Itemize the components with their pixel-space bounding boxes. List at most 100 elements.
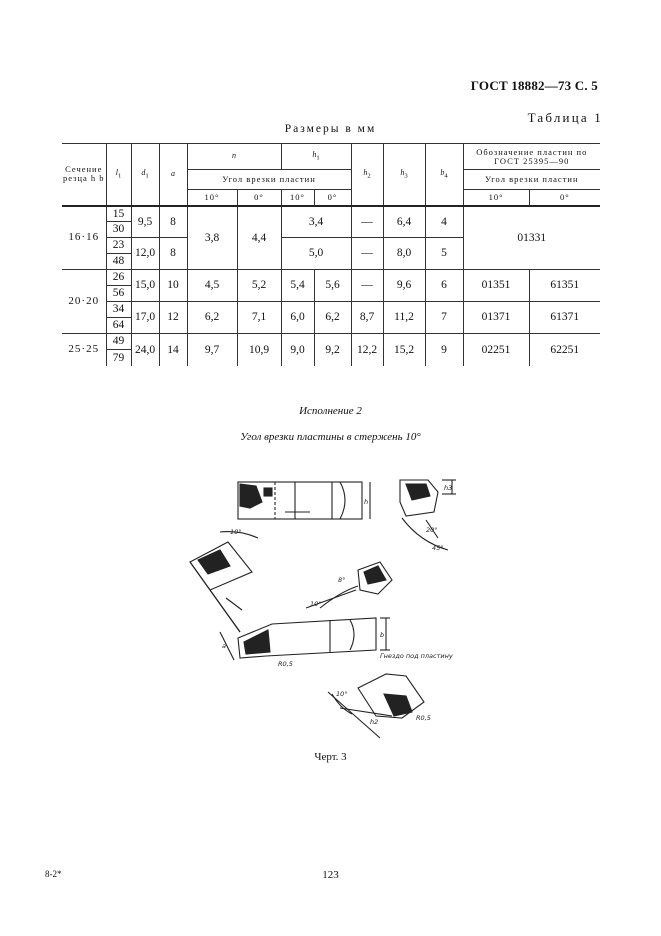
cell-a: 14 bbox=[158, 333, 188, 366]
cell-h2: 8,7 bbox=[350, 301, 384, 334]
nest-label: Гнездо под пластину bbox=[380, 652, 453, 660]
cell-d1: 12,0 bbox=[130, 237, 160, 270]
cell-designation: 01331 bbox=[462, 204, 601, 270]
cell-h3: 6,4 bbox=[382, 204, 426, 238]
header-h3: h3 bbox=[382, 143, 426, 206]
cell-h1-10: 9,0 bbox=[280, 333, 315, 366]
dim-8-label: 8° bbox=[338, 576, 345, 584]
cell-h1-10: 5,4 bbox=[280, 269, 315, 302]
dim-20-label: 20° bbox=[426, 526, 438, 534]
print-mark: 8-2* bbox=[45, 869, 62, 879]
cell-h1-0: 9,2 bbox=[313, 333, 352, 366]
cell-h2: 12,2 bbox=[350, 333, 384, 366]
header-section: Сечение резца h b bbox=[62, 143, 107, 206]
cell-n0: 7,1 bbox=[236, 301, 282, 334]
dim-10c-label: 10° bbox=[336, 690, 348, 698]
cell-h3: 11,2 bbox=[382, 301, 426, 334]
cell-l1: 15 bbox=[105, 204, 132, 222]
variant-title: Исполнение 2 bbox=[299, 405, 362, 417]
page-header: ГОСТ 18882—73 С. 5 bbox=[470, 78, 598, 93]
cell-a: 10 bbox=[158, 269, 188, 302]
header-h1-10: 10° bbox=[280, 189, 315, 206]
cell-l1: 23 bbox=[105, 237, 132, 254]
header-b4: b4 bbox=[424, 143, 464, 206]
table-title: Размеры в мм bbox=[284, 123, 377, 135]
cell-l1: 26 bbox=[105, 269, 132, 286]
cell-l1: 56 bbox=[105, 285, 132, 302]
cell-d1: 9,5 bbox=[130, 204, 160, 238]
cell-h2: — bbox=[350, 204, 384, 238]
cell-n10: 9,7 bbox=[186, 333, 238, 366]
cell-d1: 17,0 bbox=[130, 301, 160, 334]
cell-b4: 4 bbox=[424, 204, 464, 238]
cell-a: 8 bbox=[158, 204, 188, 238]
cell-l1: 48 bbox=[105, 253, 132, 270]
cell-h1-10: 6,0 bbox=[280, 301, 315, 334]
section-25: 25·25 bbox=[62, 333, 107, 366]
cell-h1-0: 5,6 bbox=[313, 269, 352, 302]
cell-d1: 15,0 bbox=[130, 269, 160, 302]
cell-des0: 61371 bbox=[528, 301, 601, 334]
page-number: 123 bbox=[322, 869, 339, 881]
cell-h1: 3,4 bbox=[280, 204, 352, 238]
header-l1: l1 bbox=[105, 143, 132, 206]
cell-des0: 62251 bbox=[528, 333, 601, 366]
cell-b4: 7 bbox=[424, 301, 464, 334]
section-20: 20·20 bbox=[62, 269, 107, 334]
cell-h2: — bbox=[350, 269, 384, 302]
cell-h2: — bbox=[350, 237, 384, 270]
angle-title: Угол врезки пластины в стержень 10° bbox=[240, 431, 421, 443]
header-h2: h2 bbox=[350, 143, 384, 206]
dim-a-label: a bbox=[222, 642, 226, 650]
insert-detail-top bbox=[399, 479, 456, 551]
header-a: a bbox=[158, 143, 188, 206]
dim-b-label: b bbox=[380, 631, 384, 639]
header-d1: d1 bbox=[130, 143, 160, 206]
cell-des10: 02251 bbox=[462, 333, 530, 366]
dim-h-label: h bbox=[364, 498, 368, 506]
cell-a: 12 bbox=[158, 301, 188, 334]
header-designation-angle: Угол врезки пластин bbox=[462, 169, 601, 190]
cell-l1: 34 bbox=[105, 301, 132, 318]
dim-h2-label: h2 bbox=[370, 718, 378, 726]
cell-n10: 4,5 bbox=[186, 269, 238, 302]
table-label: Таблица 1 bbox=[527, 110, 603, 125]
dim-10a-label: 10° bbox=[230, 528, 242, 536]
cell-l1: 64 bbox=[105, 317, 132, 334]
cell-h1: 5,0 bbox=[280, 237, 352, 270]
cell-des10: 01351 bbox=[462, 269, 530, 302]
cell-h1-0: 6,2 bbox=[313, 301, 352, 334]
cell-l1: 30 bbox=[105, 221, 132, 238]
cell-b4: 9 bbox=[424, 333, 464, 366]
header-h1: h1 bbox=[280, 143, 352, 170]
header-angle: Угол врезки пластин bbox=[186, 169, 352, 190]
header-des-10: 10° bbox=[462, 189, 530, 206]
cell-h3: 15,2 bbox=[382, 333, 426, 366]
cell-n10: 6,2 bbox=[186, 301, 238, 334]
cell-b4: 5 bbox=[424, 237, 464, 270]
cell-n0: 10,9 bbox=[236, 333, 282, 366]
section-16: 16·16 bbox=[62, 204, 107, 270]
cell-d1: 24,0 bbox=[130, 333, 160, 366]
cell-n0: 4,4 bbox=[236, 204, 282, 270]
dim-10b-label: 10° bbox=[310, 600, 322, 608]
figure-caption: Черт. 3 bbox=[314, 751, 347, 763]
dim-r05-label: R0,5 bbox=[278, 660, 293, 668]
cell-des10: 01371 bbox=[462, 301, 530, 334]
cell-n0: 5,2 bbox=[236, 269, 282, 302]
holder-main-view bbox=[219, 617, 390, 661]
cell-a: 8 bbox=[158, 237, 188, 270]
dimensions-table: Сечение резца h b l1 d1 a n h1 h2 h3 b4 … bbox=[62, 143, 601, 366]
angled-view-left bbox=[189, 531, 259, 633]
dim-h3-label: h3 bbox=[444, 484, 452, 492]
header-n-10: 10° bbox=[186, 189, 238, 206]
header-n: n bbox=[186, 143, 282, 170]
cutter-drawing: h h3 20° 45° 10° 8° 10° b a R0,5 Гнездо … bbox=[189, 479, 456, 739]
header-n-0: 0° bbox=[236, 189, 282, 206]
header-h1-0: 0° bbox=[313, 189, 352, 206]
cell-h3: 8,0 bbox=[382, 237, 426, 270]
nest-detail bbox=[327, 673, 425, 739]
cell-des0: 61351 bbox=[528, 269, 601, 302]
insert-detail-middle bbox=[305, 561, 393, 609]
header-designation: Обозначение пластин по ГОСТ 25395—90 bbox=[462, 143, 601, 170]
